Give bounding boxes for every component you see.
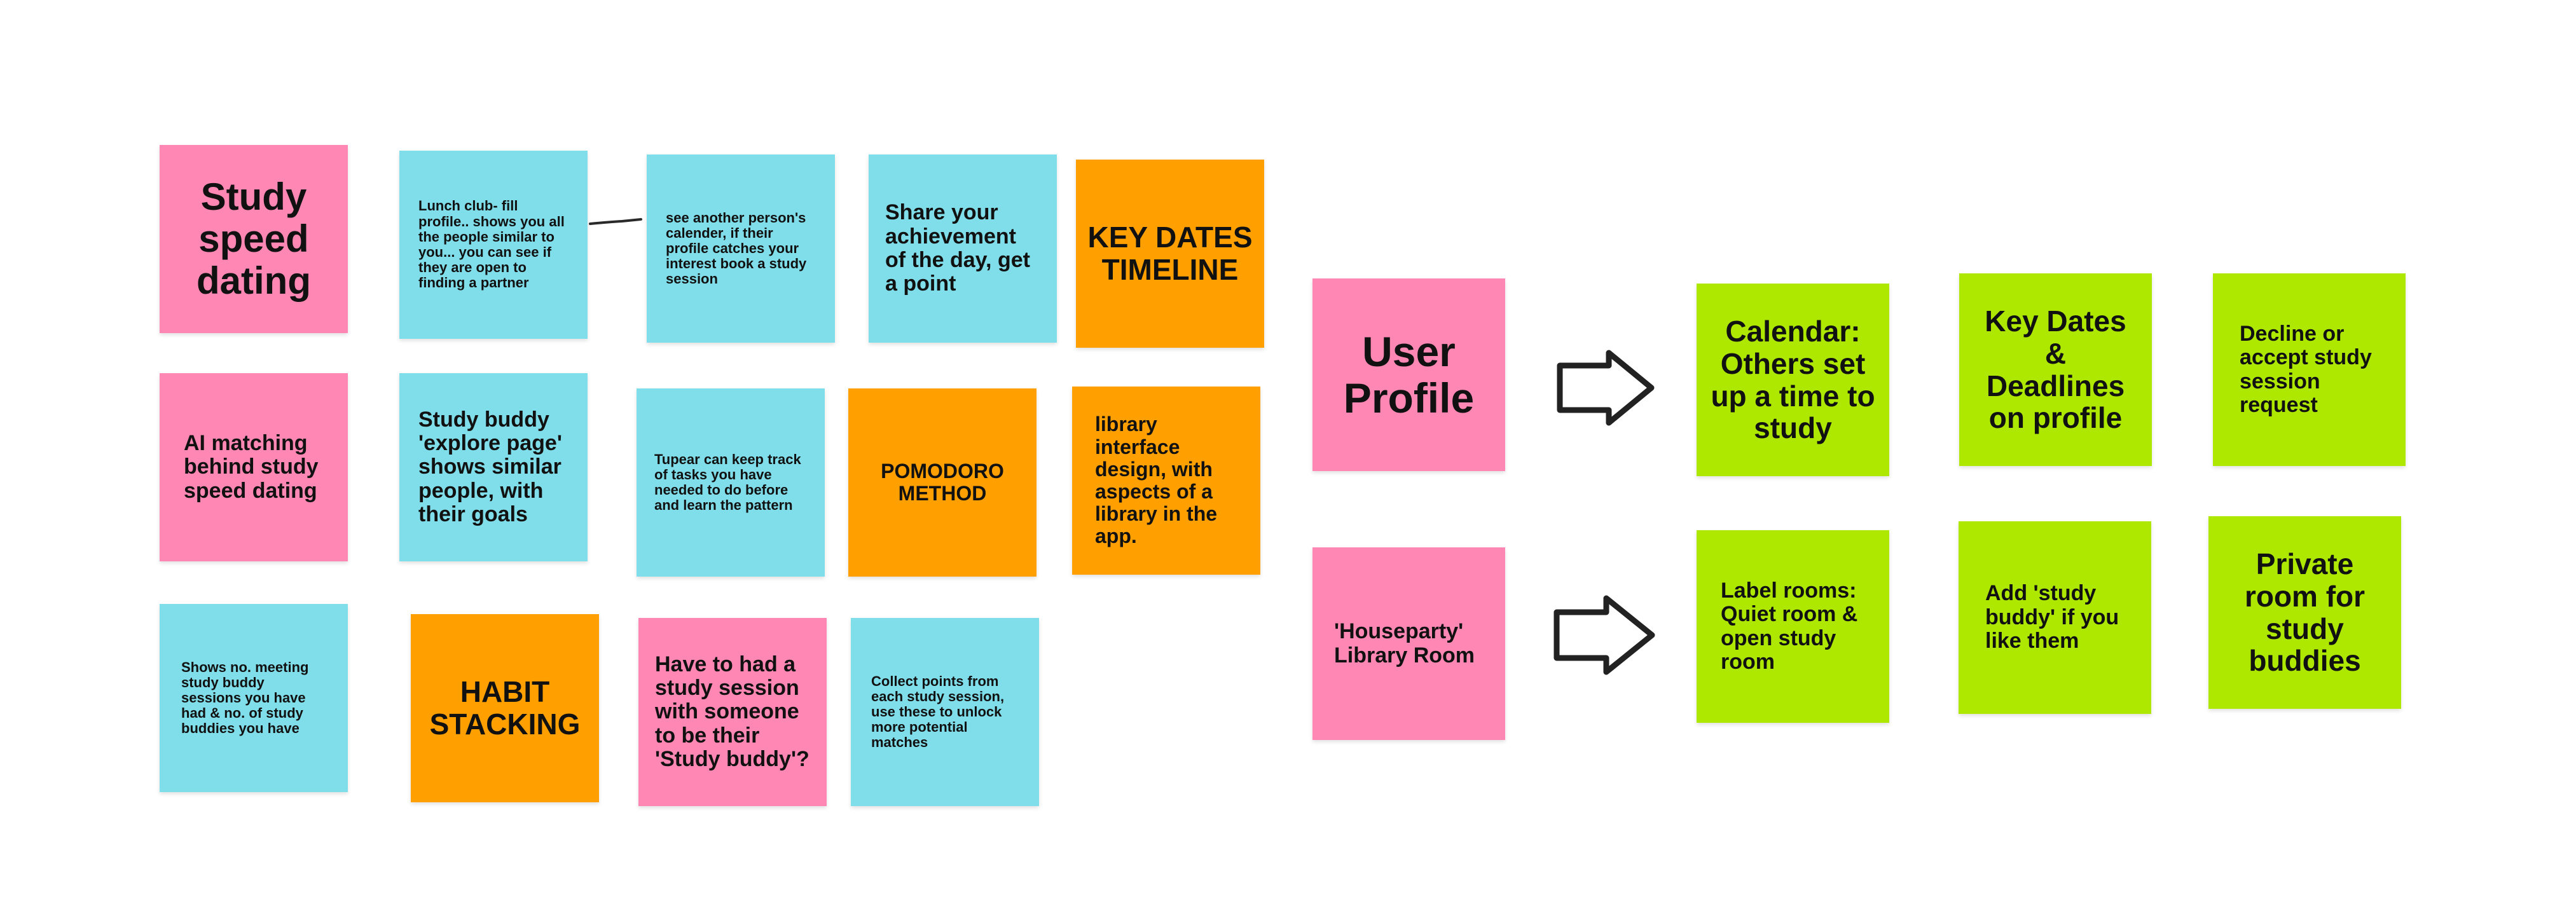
note-key-dates-timeline[interactable]: KEY DATES TIMELINE xyxy=(1076,160,1264,348)
note-houseparty[interactable]: 'Houseparty' Library Room xyxy=(1312,547,1505,740)
note-text: see another person's calender, if their … xyxy=(666,209,807,287)
note-text: Label rooms: Quiet room & open study roo… xyxy=(1721,578,1858,674)
note-library-interface[interactable]: library interface design, with aspects o… xyxy=(1072,387,1260,575)
note-text: Collect points from each study session, … xyxy=(871,673,1005,751)
right-arrow-icon xyxy=(1553,595,1655,675)
note-have-to-had[interactable]: Have to had a study session with someone… xyxy=(638,618,827,806)
note-private-room[interactable]: Private room for study buddies xyxy=(2208,516,2401,709)
note-pomodoro[interactable]: POMODORO METHOD xyxy=(848,388,1037,577)
note-key-dates-deadlines[interactable]: Key Dates & Deadlines on profile xyxy=(1959,273,2152,466)
note-label-rooms[interactable]: Label rooms: Quiet room & open study roo… xyxy=(1697,530,1889,723)
note-tupear[interactable]: Tupear can keep track of tasks you have … xyxy=(637,388,825,577)
note-text: Study buddy 'explore page' shows similar… xyxy=(418,407,562,527)
connector-line xyxy=(589,218,642,225)
note-text: Lunch club- fill profile.. shows you all… xyxy=(418,198,565,291)
note-study-speed-dating[interactable]: Study speed dating xyxy=(160,145,348,333)
note-text: POMODORO METHOD xyxy=(881,459,1004,505)
note-shows-meetings[interactable]: Shows no. meeting study buddy sessions y… xyxy=(160,604,348,792)
note-text: Tupear can keep track of tasks you have … xyxy=(654,451,801,514)
note-text: Private room for study buddies xyxy=(2244,547,2366,678)
note-text: Add 'study buddy' if you like them xyxy=(1985,581,2119,654)
note-text: Key Dates & Deadlines on profile xyxy=(1985,305,2126,435)
note-text: library interface design, with aspects o… xyxy=(1095,413,1218,548)
note-text: AI matching behind study speed dating xyxy=(184,430,319,503)
note-share-achievement[interactable]: Share your achievement of the day, get a… xyxy=(869,154,1057,343)
note-text: Study speed dating xyxy=(196,175,311,302)
note-add-study-buddy[interactable]: Add 'study buddy' if you like them xyxy=(1959,521,2151,714)
note-text: Have to had a study session with someone… xyxy=(655,652,809,772)
note-text: Decline or accept study session request xyxy=(2240,321,2372,417)
note-text: Shows no. meeting study buddy sessions y… xyxy=(181,659,309,737)
note-text: 'Houseparty' Library Room xyxy=(1334,619,1475,668)
note-text: KEY DATES TIMELINE xyxy=(1087,221,1253,286)
note-text: Calendar: Others set up a time to study xyxy=(1711,315,1875,445)
note-decline-accept[interactable]: Decline or accept study session request xyxy=(2213,273,2406,466)
note-ai-matching[interactable]: AI matching behind study speed dating xyxy=(160,373,348,561)
note-calendar-others[interactable]: Calendar: Others set up a time to study xyxy=(1697,284,1889,476)
note-habit-stacking[interactable]: HABIT STACKING xyxy=(411,614,599,802)
note-text: HABIT STACKING xyxy=(429,675,581,741)
note-text: Share your achievement of the day, get a… xyxy=(885,200,1030,296)
note-user-profile[interactable]: User Profile xyxy=(1312,278,1505,471)
note-lunch-club[interactable]: Lunch club- fill profile.. shows you all… xyxy=(399,151,588,339)
note-text: User Profile xyxy=(1343,327,1475,421)
note-explore-page[interactable]: Study buddy 'explore page' shows similar… xyxy=(399,373,588,561)
note-see-calendar[interactable]: see another person's calender, if their … xyxy=(647,154,835,343)
right-arrow-icon xyxy=(1557,350,1655,426)
note-collect-points[interactable]: Collect points from each study session, … xyxy=(851,618,1039,806)
